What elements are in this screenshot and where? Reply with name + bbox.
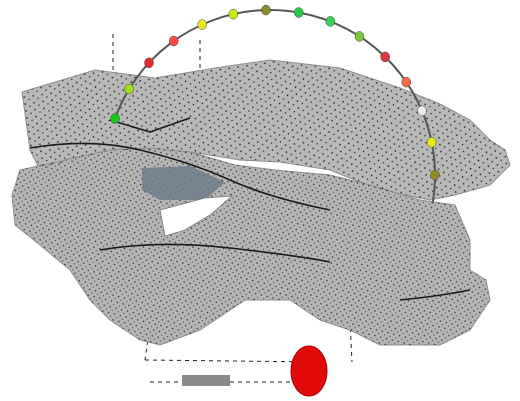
guide-lines xyxy=(112,34,353,383)
gray-bar-marker[interactable] xyxy=(182,375,230,386)
arc-marker[interactable] xyxy=(401,76,412,88)
guide-line xyxy=(144,359,321,363)
arc-marker[interactable] xyxy=(293,7,304,18)
red-oval-marker[interactable] xyxy=(290,345,328,397)
arc-marker[interactable] xyxy=(417,105,427,117)
guide-line xyxy=(349,319,353,363)
guide-line xyxy=(144,324,151,361)
arc-marker[interactable] xyxy=(354,31,365,42)
mesh-cavity xyxy=(159,195,234,237)
marker-arc-line xyxy=(114,9,436,204)
mesh-recess xyxy=(142,166,225,200)
arc-marker[interactable] xyxy=(124,83,134,95)
arc-marker[interactable] xyxy=(228,8,239,20)
arc-marker[interactable] xyxy=(197,19,207,30)
arc-marker[interactable] xyxy=(168,35,179,47)
arc-marker[interactable] xyxy=(380,51,390,63)
arc-marker[interactable] xyxy=(426,137,437,148)
arc-marker[interactable] xyxy=(430,169,440,181)
marker-arc xyxy=(110,4,440,204)
mesh-fold-lines xyxy=(29,117,471,301)
arc-marker[interactable] xyxy=(261,4,271,16)
mesh-surface xyxy=(11,59,511,346)
base-markers xyxy=(182,345,328,397)
arc-marker[interactable] xyxy=(144,57,154,69)
arc-marker[interactable] xyxy=(110,113,120,124)
arc-marker[interactable] xyxy=(325,16,336,27)
